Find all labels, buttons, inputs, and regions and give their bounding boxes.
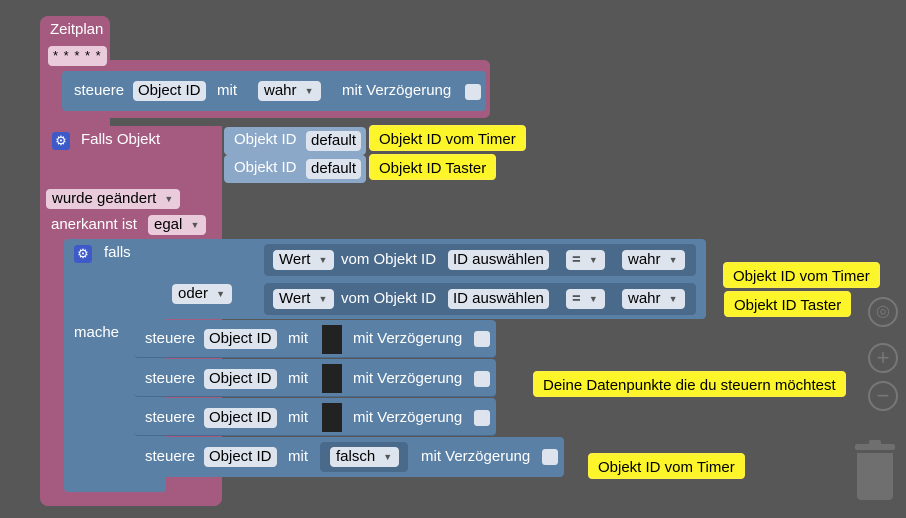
steuere-label: steuere <box>145 370 196 387</box>
operator-dropdown[interactable]: =▼ <box>566 289 605 309</box>
zeitplan-title: Zeitplan <box>50 21 104 38</box>
comment-timer-2[interactable]: Objekt ID vom Timer <box>588 453 745 479</box>
empty-value-socket[interactable] <box>322 364 342 393</box>
object-id-field[interactable]: Object ID <box>204 329 277 349</box>
ack-dropdown[interactable]: egal▼ <box>148 215 207 235</box>
mit-label: mit <box>288 409 308 426</box>
comment-timer[interactable]: Objekt ID vom Timer <box>369 125 526 151</box>
delay-checkbox[interactable] <box>474 410 490 426</box>
zoom-in-icon[interactable]: + <box>868 343 898 373</box>
comment-taster[interactable]: Objekt ID Taster <box>369 154 497 180</box>
mit-label: mit <box>288 370 308 387</box>
steuere-label: steuere <box>145 330 196 347</box>
trash-icon[interactable] <box>855 440 895 502</box>
vom-objekt-label: vom Objekt ID <box>341 290 437 307</box>
objekt-id-default-field[interactable]: default <box>306 159 362 179</box>
delay-label: mit Verzögerung <box>342 82 452 99</box>
mit-label: mit <box>288 330 308 347</box>
cron-pattern-field[interactable]: * * * * * <box>48 46 107 66</box>
vom-objekt-label: vom Objekt ID <box>341 251 437 268</box>
delay-label: mit Verzögerung <box>353 330 463 347</box>
object-id-field[interactable]: Object ID <box>133 81 206 101</box>
objekt-id-label: Objekt ID <box>234 131 297 148</box>
steuere-label: steuere <box>145 448 196 465</box>
wert-dropdown[interactable]: Wert▼ <box>273 250 335 270</box>
wert-dropdown[interactable]: Wert▼ <box>273 289 335 309</box>
gear-icon[interactable]: ⚙ <box>74 245 92 263</box>
id-select-field[interactable]: ID auswählen <box>448 250 549 270</box>
falls-objekt-title: Falls Objekt <box>81 131 161 148</box>
objekt-id-default-field[interactable]: default <box>306 131 362 151</box>
target-icon[interactable]: ◎ <box>868 297 898 327</box>
empty-value-socket[interactable] <box>322 325 342 354</box>
comment-timer[interactable]: Objekt ID vom Timer <box>723 262 880 288</box>
gear-icon[interactable]: ⚙ <box>52 132 70 150</box>
steuere-label: steuere <box>74 82 125 99</box>
falls-title: falls <box>104 244 131 261</box>
objekt-id-label: Objekt ID <box>234 159 297 176</box>
delay-checkbox[interactable] <box>474 331 490 347</box>
mit-label: mit <box>288 448 308 465</box>
oder-dropdown[interactable]: oder▼ <box>172 284 233 304</box>
steuere-label: steuere <box>145 409 196 426</box>
compare-value-dropdown[interactable]: wahr▼ <box>622 250 685 270</box>
mache-label: mache <box>74 324 120 341</box>
delay-label: mit Verzögerung <box>353 370 463 387</box>
value-dropdown[interactable]: wahr▼ <box>258 81 321 101</box>
comment-datenpunkte[interactable]: Deine Datenpunkte die du steuern möchtes… <box>533 371 846 397</box>
mit-label: mit <box>217 82 237 99</box>
empty-value-socket[interactable] <box>322 403 342 432</box>
delay-checkbox[interactable] <box>465 84 481 100</box>
delay-checkbox[interactable] <box>542 449 558 465</box>
delay-label: mit Verzögerung <box>353 409 463 426</box>
zoom-out-icon[interactable]: − <box>868 381 898 411</box>
comment-taster[interactable]: Objekt ID Taster <box>724 291 852 317</box>
object-id-field[interactable]: Object ID <box>204 447 277 467</box>
value-dropdown[interactable]: falsch▼ <box>330 447 400 467</box>
delay-checkbox[interactable] <box>474 371 490 387</box>
delay-label: mit Verzögerung <box>421 448 531 465</box>
object-id-field[interactable]: Object ID <box>204 369 277 389</box>
id-select-field[interactable]: ID auswählen <box>448 289 549 309</box>
action-block-2[interactable] <box>134 359 496 397</box>
action-block-1[interactable] <box>134 320 496 358</box>
action-block-3[interactable] <box>134 398 496 436</box>
compare-value-dropdown[interactable]: wahr▼ <box>622 289 685 309</box>
operator-dropdown[interactable]: =▼ <box>566 250 605 270</box>
changed-dropdown[interactable]: wurde geändert▼ <box>46 189 181 209</box>
object-id-field[interactable]: Object ID <box>204 408 277 428</box>
ack-label: anerkannt ist <box>51 216 137 233</box>
